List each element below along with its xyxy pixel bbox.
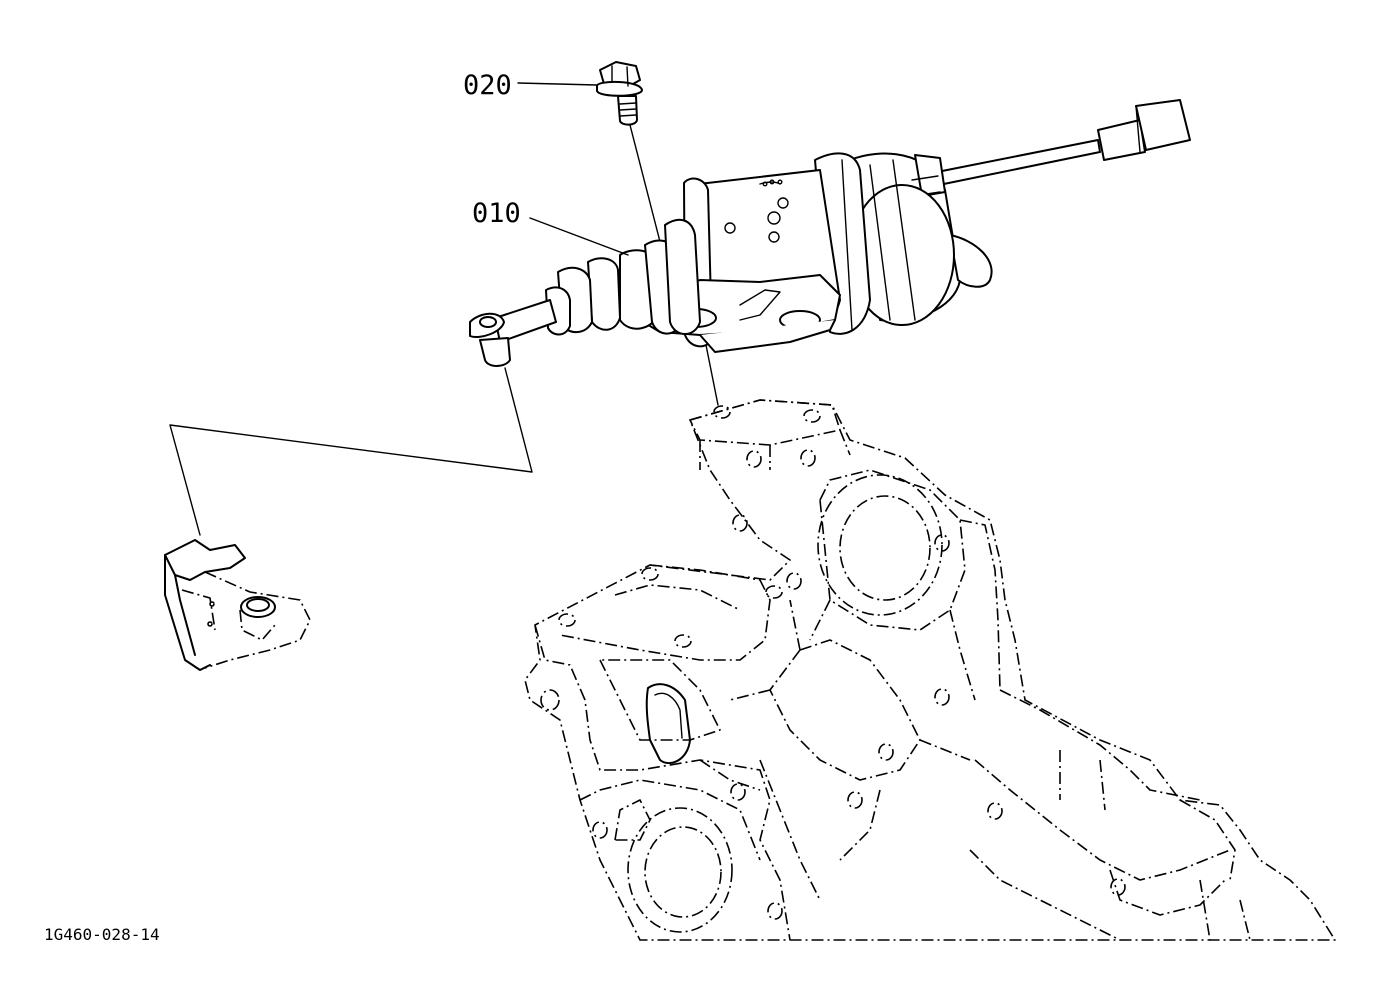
callout-solenoid: 010: [472, 198, 629, 256]
gear-case-bolt-holes: [540, 405, 1126, 920]
stop-lever-link: [164, 539, 311, 671]
gear-case-cover-plate: [645, 683, 691, 765]
gear-case-phantom: [524, 399, 1336, 941]
cover-plate-edge: [654, 692, 683, 739]
callout-bolt: 020: [463, 70, 598, 101]
assembly-guide-lines: [169, 124, 719, 536]
figure-code: 1G460-028-14: [44, 925, 160, 944]
flange-bolt: [596, 61, 643, 126]
stop-solenoid: [469, 99, 1191, 367]
callout-label-bolt: 020: [463, 70, 512, 101]
callout-label-solenoid: 010: [472, 198, 521, 229]
